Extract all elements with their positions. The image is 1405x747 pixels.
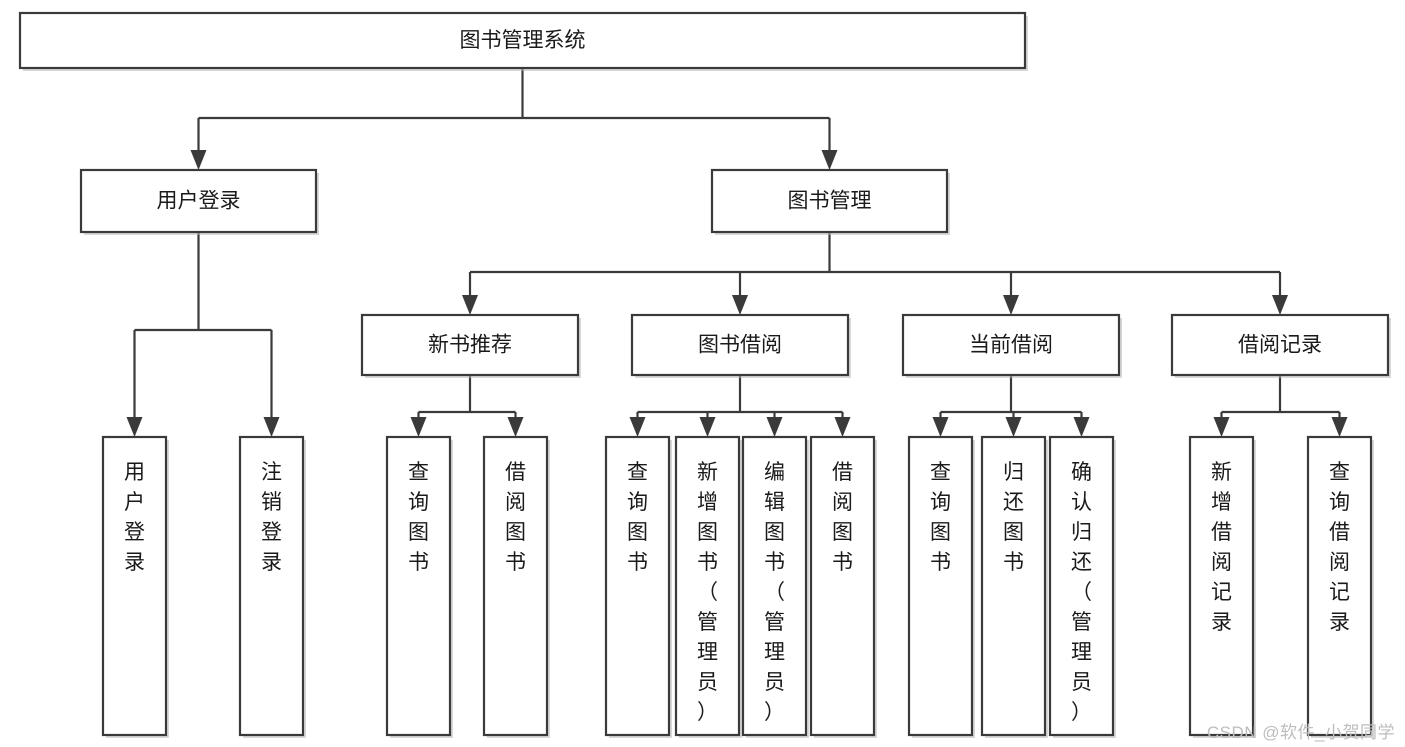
- arrow-head-icon: [1073, 417, 1090, 437]
- node-label: 借阅记录: [1238, 334, 1322, 357]
- node-label: 查询图书: [627, 461, 648, 574]
- arrow-head-icon: [410, 417, 427, 437]
- node-label: 确认归还（管理员）: [1071, 461, 1092, 724]
- node-label: 图书借阅: [698, 334, 782, 357]
- node-leaf-add-book[interactable]: 新增图书（管理员）: [674, 435, 742, 738]
- arrow-head-icon: [732, 295, 748, 315]
- node-leaf-query-book-3[interactable]: 查询图书: [907, 435, 975, 738]
- node-label: 编辑图书（管理员）: [764, 461, 785, 724]
- node-label: 新增借阅记录: [1211, 461, 1232, 634]
- node-label: 借阅图书: [505, 461, 526, 574]
- arrow-head-icon: [699, 417, 716, 437]
- node-leaf-query-book-2[interactable]: 查询图书: [604, 435, 672, 738]
- node-new-book-recommend[interactable]: 新书推荐: [360, 313, 581, 378]
- node-leaf-user-login[interactable]: 用户登录: [101, 435, 169, 738]
- node-label: 图书管理: [788, 190, 872, 213]
- node-borrow-record[interactable]: 借阅记录: [1170, 313, 1391, 378]
- node-leaf-borrow-book-1[interactable]: 借阅图书: [482, 435, 550, 738]
- arrow-head-icon: [1005, 417, 1022, 437]
- arrow-head-icon: [834, 417, 851, 437]
- arrow-head-icon: [126, 417, 143, 437]
- node-label: 新增图书（管理员）: [697, 461, 718, 724]
- node-leaf-query-record[interactable]: 查询借阅记录: [1306, 435, 1374, 738]
- arrow-head-icon: [1003, 295, 1019, 315]
- node-user-login[interactable]: 用户登录: [79, 168, 319, 235]
- node-label: 当前借阅: [969, 334, 1053, 357]
- arrow-head-icon: [1272, 295, 1288, 315]
- arrow-head-icon: [263, 417, 280, 437]
- arrow-head-icon: [190, 150, 207, 170]
- node-leaf-edit-book[interactable]: 编辑图书（管理员）: [741, 435, 809, 738]
- node-current-borrow[interactable]: 当前借阅: [901, 313, 1122, 378]
- arrow-head-icon: [507, 417, 524, 437]
- node-label: 图书管理系统: [460, 29, 586, 52]
- arrow-head-icon: [1331, 417, 1348, 437]
- node-label: 查询借阅记录: [1329, 461, 1350, 634]
- node-root-book-management-system[interactable]: 图书管理系统: [18, 11, 1028, 71]
- node-leaf-add-record[interactable]: 新增借阅记录: [1188, 435, 1256, 738]
- node-leaf-logout[interactable]: 注销登录: [238, 435, 306, 738]
- node-leaf-confirm-return[interactable]: 确认归还（管理员）: [1048, 435, 1116, 738]
- node-label: 新书推荐: [428, 334, 512, 357]
- nodes-layer: 图书管理系统用户登录图书管理新书推荐图书借阅当前借阅借阅记录用户登录注销登录查询…: [18, 11, 1391, 738]
- arrow-head-icon: [629, 417, 646, 437]
- arrow-head-icon: [766, 417, 783, 437]
- node-label: 归还图书: [1003, 461, 1024, 574]
- connectors-layer: [126, 68, 1348, 437]
- arrow-head-icon: [821, 150, 838, 170]
- node-label: 借阅图书: [832, 461, 853, 574]
- node-label: 用户登录: [157, 190, 241, 213]
- node-book-borrow[interactable]: 图书借阅: [630, 313, 851, 378]
- arrow-head-icon: [1213, 417, 1230, 437]
- node-book-manage[interactable]: 图书管理: [710, 168, 950, 235]
- node-label: 用户登录: [124, 461, 145, 574]
- node-leaf-borrow-book-2[interactable]: 借阅图书: [809, 435, 877, 738]
- node-label: 注销登录: [261, 461, 282, 574]
- arrow-head-icon: [932, 417, 949, 437]
- node-label: 查询图书: [930, 461, 951, 574]
- node-label: 查询图书: [408, 461, 429, 574]
- arrow-head-icon: [462, 295, 478, 315]
- node-leaf-return-book[interactable]: 归还图书: [980, 435, 1048, 738]
- node-leaf-query-book-1[interactable]: 查询图书: [385, 435, 453, 738]
